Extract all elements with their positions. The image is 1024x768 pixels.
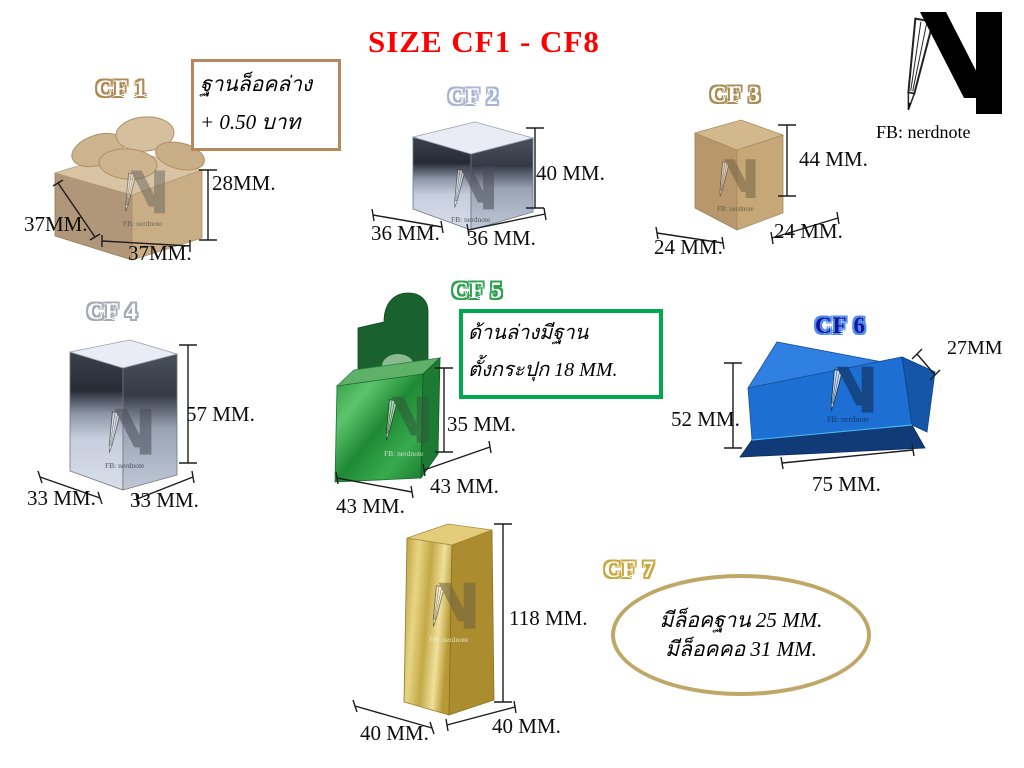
cf4-label: CF 4: [87, 299, 139, 324]
cf2-height-dim: 40 MM.: [536, 161, 605, 185]
cf7-note-line2: มีล็อคคอ 31 MM.: [665, 637, 817, 661]
cf7-note-oval: มีล็อคฐาน 25 MM. มีล็อคคอ 31 MM.: [611, 574, 871, 696]
cf1-side-dim: 37MM.: [24, 212, 88, 236]
cf2-front-dim: 36 MM.: [467, 226, 536, 250]
cf5-front-dim: 43 MM.: [336, 494, 405, 518]
cf2-dimension-lines: [371, 127, 547, 237]
cf2-label: CF 2: [448, 84, 500, 109]
watermark-text: FB: nerdnote: [105, 461, 145, 470]
cf5-label: CF 5: [452, 278, 504, 303]
cf5-dimension-lines: [335, 367, 492, 499]
watermark-text: FB: nerdnote: [429, 635, 469, 644]
watermark-text: FB: nerdnote: [717, 205, 754, 213]
cf2-box-image: FB: nerdnote: [371, 121, 547, 237]
cf7-side-dim: 40 MM.: [360, 721, 429, 745]
cf1-dimension-lines: [52, 169, 217, 252]
cf4-front-dim: 33 MM.: [130, 488, 199, 512]
cf1-note-box: ฐานล็อคล่าง + 0.50 บาท: [191, 59, 341, 151]
cf6-dimension-lines: [724, 348, 941, 470]
cf4-dimension-lines: [37, 344, 197, 506]
cf1-note-line1: ฐานล็อคล่าง: [200, 72, 313, 96]
cf3-side-dim: 24 MM.: [774, 219, 843, 243]
cf7-note-line1: มีล็อคฐาน 25 MM.: [659, 608, 823, 632]
cf5-note-box: ด้านล่างมีฐาน ตั้งกระปุก 18 MM.: [459, 309, 663, 399]
cf1-note-line2: + 0.50 บาท: [200, 110, 301, 134]
cf2-side-dim: 36 MM.: [371, 221, 440, 245]
cf1-box-image: FB: nerdnote: [52, 116, 217, 261]
cf1-height-dim: 28MM.: [212, 171, 276, 195]
cf6-label: CF 6: [815, 313, 867, 338]
pencil-n-icon: [898, 11, 1003, 115]
cf7-height-dim: 118 MM.: [509, 606, 588, 630]
cf7-front-dim: 40 MM.: [492, 714, 561, 738]
nerdnote-logo: [898, 11, 1003, 115]
cf3-dimension-lines: [655, 124, 840, 250]
cf7-dimension-lines: [352, 523, 517, 735]
cf6-box-image: FB: nerdnote: [724, 341, 941, 470]
cf7-label: CF 7: [604, 557, 656, 582]
cf5-height-dim: 35 MM.: [447, 412, 516, 436]
logo-caption: FB: nerdnote: [876, 122, 971, 142]
cf6-width-dim: 75 MM.: [812, 472, 881, 496]
cf5-note-line1: ด้านล่างมีฐาน: [468, 322, 589, 344]
cf4-box-image: FB: nerdnote: [37, 339, 197, 506]
cf3-label: CF 3: [710, 82, 762, 107]
cf6-height-dim: 52 MM.: [671, 407, 740, 431]
cf5-note-line2: ตั้งกระปุก 18 MM.: [468, 359, 618, 381]
cf7-box-image: FB: nerdnote: [352, 523, 517, 735]
cf1-front-dim: 37MM.: [128, 241, 192, 265]
cf4-height-dim: 57 MM.: [186, 402, 255, 426]
cf3-height-dim: 44 MM.: [799, 147, 868, 171]
watermark-text: FB: nerdnote: [384, 449, 424, 458]
page-title: SIZE CF1 - CF8: [368, 24, 600, 59]
cf3-box-image: FB: nerdnote: [655, 119, 840, 250]
watermark-text: FB: nerdnote: [827, 415, 869, 424]
watermark-text: FB: nerdnote: [451, 215, 491, 224]
cf5-box-image: FB: nerdnote: [334, 292, 492, 499]
cf4-side-dim: 33 MM.: [27, 486, 96, 510]
cf5-side-dim: 43 MM.: [430, 474, 499, 498]
cf6-depth-dim: 27MM: [947, 337, 1003, 359]
cf3-front-dim: 24 MM.: [654, 235, 723, 259]
watermark-text: FB: nerdnote: [123, 219, 163, 228]
cf1-label: CF 1: [96, 76, 148, 101]
